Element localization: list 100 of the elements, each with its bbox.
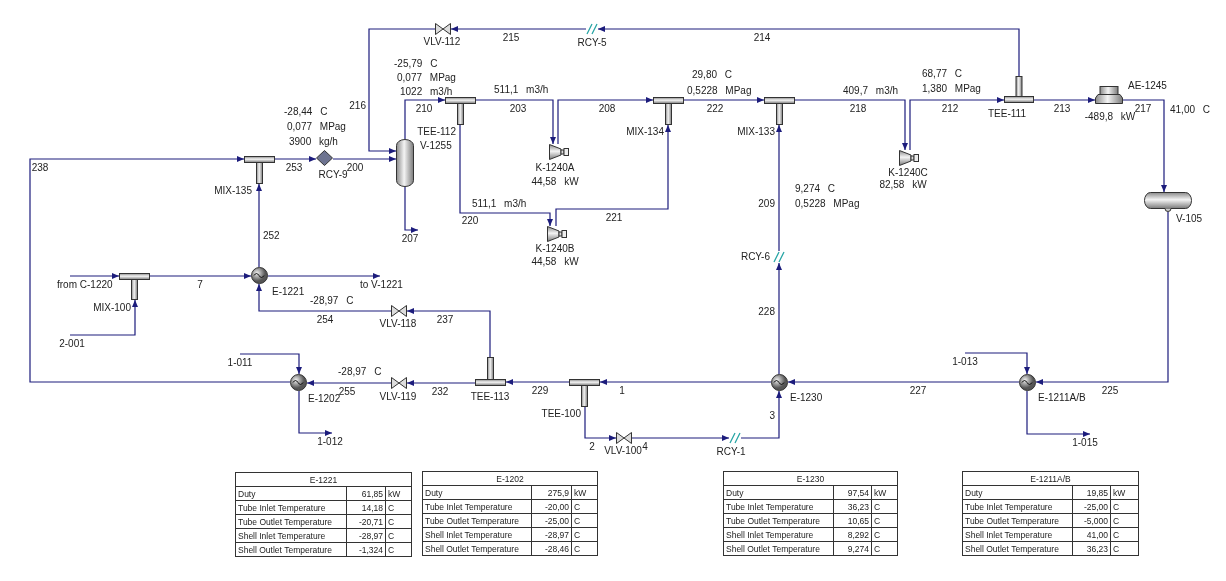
property-name: Tube Outlet Temperature bbox=[422, 513, 532, 528]
stream-name: 1-011 bbox=[227, 357, 253, 369]
equipment-label: RCY-6 bbox=[740, 251, 770, 263]
property-value: -28,97 bbox=[531, 527, 572, 542]
stream-line bbox=[555, 124, 671, 227]
stream-condition: 1,380 MPag bbox=[922, 83, 981, 95]
unit-label: kW bbox=[385, 486, 412, 501]
stream-line bbox=[404, 97, 446, 140]
stream-line bbox=[149, 273, 252, 279]
property-name: Shell Outlet Temperature bbox=[962, 541, 1073, 556]
stream-name: 1 bbox=[619, 385, 625, 397]
duty-value: -489,8 kW bbox=[1084, 111, 1136, 123]
stream-line bbox=[1122, 99, 1167, 193]
stream-line bbox=[740, 390, 782, 439]
property-value: -20,00 bbox=[531, 499, 572, 514]
stream-name: 210 bbox=[415, 103, 433, 115]
stream-name: 227 bbox=[909, 385, 927, 397]
stream-name: 203 bbox=[509, 103, 527, 115]
property-value: 275,9 bbox=[531, 485, 572, 500]
stream-name: 221 bbox=[605, 212, 623, 224]
stream-condition: 0,5228 MPag bbox=[687, 85, 752, 97]
stream-condition: 68,77 C bbox=[922, 68, 963, 80]
stream-line bbox=[239, 353, 302, 375]
stream-name: 218 bbox=[849, 103, 867, 115]
property-name: Tube Inlet Temperature bbox=[422, 499, 532, 514]
property-name: Shell Outlet Temperature bbox=[422, 541, 532, 556]
stream-name: 238 bbox=[31, 162, 49, 174]
property-name: Tube Inlet Temperature bbox=[962, 499, 1073, 514]
equipment-label: RCY-1 bbox=[716, 446, 746, 458]
stream-condition: 409,7 m3/h bbox=[843, 85, 899, 97]
stream-condition: -28,97 C bbox=[338, 366, 382, 378]
table-title: E-1221 bbox=[235, 472, 412, 487]
unit-label: C bbox=[871, 499, 898, 514]
stream-line bbox=[599, 379, 772, 385]
duty-value: 44,58 kW bbox=[531, 176, 579, 188]
equipment-label: TEE-113 bbox=[470, 391, 510, 403]
property-value: -5,000 bbox=[1072, 513, 1111, 528]
stream-name: 222 bbox=[706, 103, 724, 115]
stream-line bbox=[597, 26, 1020, 77]
property-name: Tube Inlet Temperature bbox=[235, 500, 347, 515]
equipment-label: TEE-111 bbox=[988, 108, 1026, 120]
stream-line bbox=[404, 186, 419, 233]
property-value: 14,18 bbox=[346, 500, 386, 515]
stream-condition: 41,00 C bbox=[1170, 104, 1211, 116]
stream-line bbox=[69, 299, 138, 336]
stream-name: 214 bbox=[753, 32, 771, 44]
stream-name: 212 bbox=[941, 103, 959, 115]
unit-label: C bbox=[385, 500, 412, 515]
equipment-label: RCY-9 bbox=[318, 169, 348, 181]
property-value: -28,46 bbox=[531, 541, 572, 556]
stream-line bbox=[274, 156, 317, 162]
stream-line bbox=[1026, 390, 1091, 437]
stream-name: 216 bbox=[349, 100, 366, 112]
stream-line bbox=[631, 435, 730, 441]
stream-name: 7 bbox=[197, 279, 203, 291]
stream-line bbox=[776, 262, 782, 375]
property-value: 36,23 bbox=[833, 499, 872, 514]
stream-line bbox=[69, 273, 120, 279]
unit-label: C bbox=[871, 513, 898, 528]
stream-line bbox=[776, 124, 782, 252]
stream-condition: 3900 kg/h bbox=[289, 136, 338, 148]
equipment-label: E-1230 bbox=[790, 392, 823, 404]
property-name: Duty bbox=[422, 485, 532, 500]
unit-label: C bbox=[571, 527, 598, 542]
stream-line bbox=[505, 379, 570, 385]
stream-condition: 29,80 C bbox=[692, 69, 733, 81]
stream-name: 1-013 bbox=[952, 356, 978, 368]
equipment-label: K-1240B bbox=[535, 243, 575, 255]
stream-line bbox=[909, 97, 1005, 151]
stream-name: to V-1221 bbox=[360, 279, 403, 291]
stream-name: 1-015 bbox=[1072, 437, 1098, 449]
stream-line bbox=[406, 308, 491, 358]
stream-line bbox=[794, 99, 908, 151]
property-name: Shell Outlet Temperature bbox=[723, 541, 834, 556]
stream-name: 220 bbox=[461, 215, 479, 227]
stream-name: 207 bbox=[401, 233, 419, 245]
equipment-label: VLV-100 bbox=[604, 445, 642, 457]
stream-condition: 511,1 m3/h bbox=[494, 84, 549, 96]
property-value: 41,00 bbox=[1072, 527, 1111, 542]
table-title: E-1230 bbox=[723, 471, 898, 486]
stream-condition: 511,1 m3/h bbox=[472, 198, 527, 210]
property-name: Tube Outlet Temperature bbox=[235, 514, 347, 529]
stream-line bbox=[787, 379, 1020, 385]
property-value: 10,65 bbox=[833, 513, 872, 528]
property-value: -20,71 bbox=[346, 514, 386, 529]
unit-label: C bbox=[1110, 513, 1139, 528]
property-value: 36,23 bbox=[1072, 541, 1111, 556]
property-name: Duty bbox=[235, 486, 347, 501]
property-value: -25,00 bbox=[1072, 499, 1111, 514]
stream-name: 225 bbox=[1101, 385, 1119, 397]
property-value: 19,85 bbox=[1072, 485, 1111, 500]
stream-line bbox=[29, 156, 291, 383]
equipment-label: MIX-134 bbox=[626, 126, 664, 138]
unit-label: C bbox=[385, 542, 412, 557]
equipment-label: TEE-100 bbox=[541, 408, 581, 420]
stream-line bbox=[298, 390, 333, 436]
property-value: -25,00 bbox=[531, 513, 572, 528]
stream-condition: 9,274 C bbox=[795, 183, 836, 195]
equipment-label: K-1240A bbox=[535, 162, 575, 174]
stream-name: 252 bbox=[263, 230, 280, 242]
